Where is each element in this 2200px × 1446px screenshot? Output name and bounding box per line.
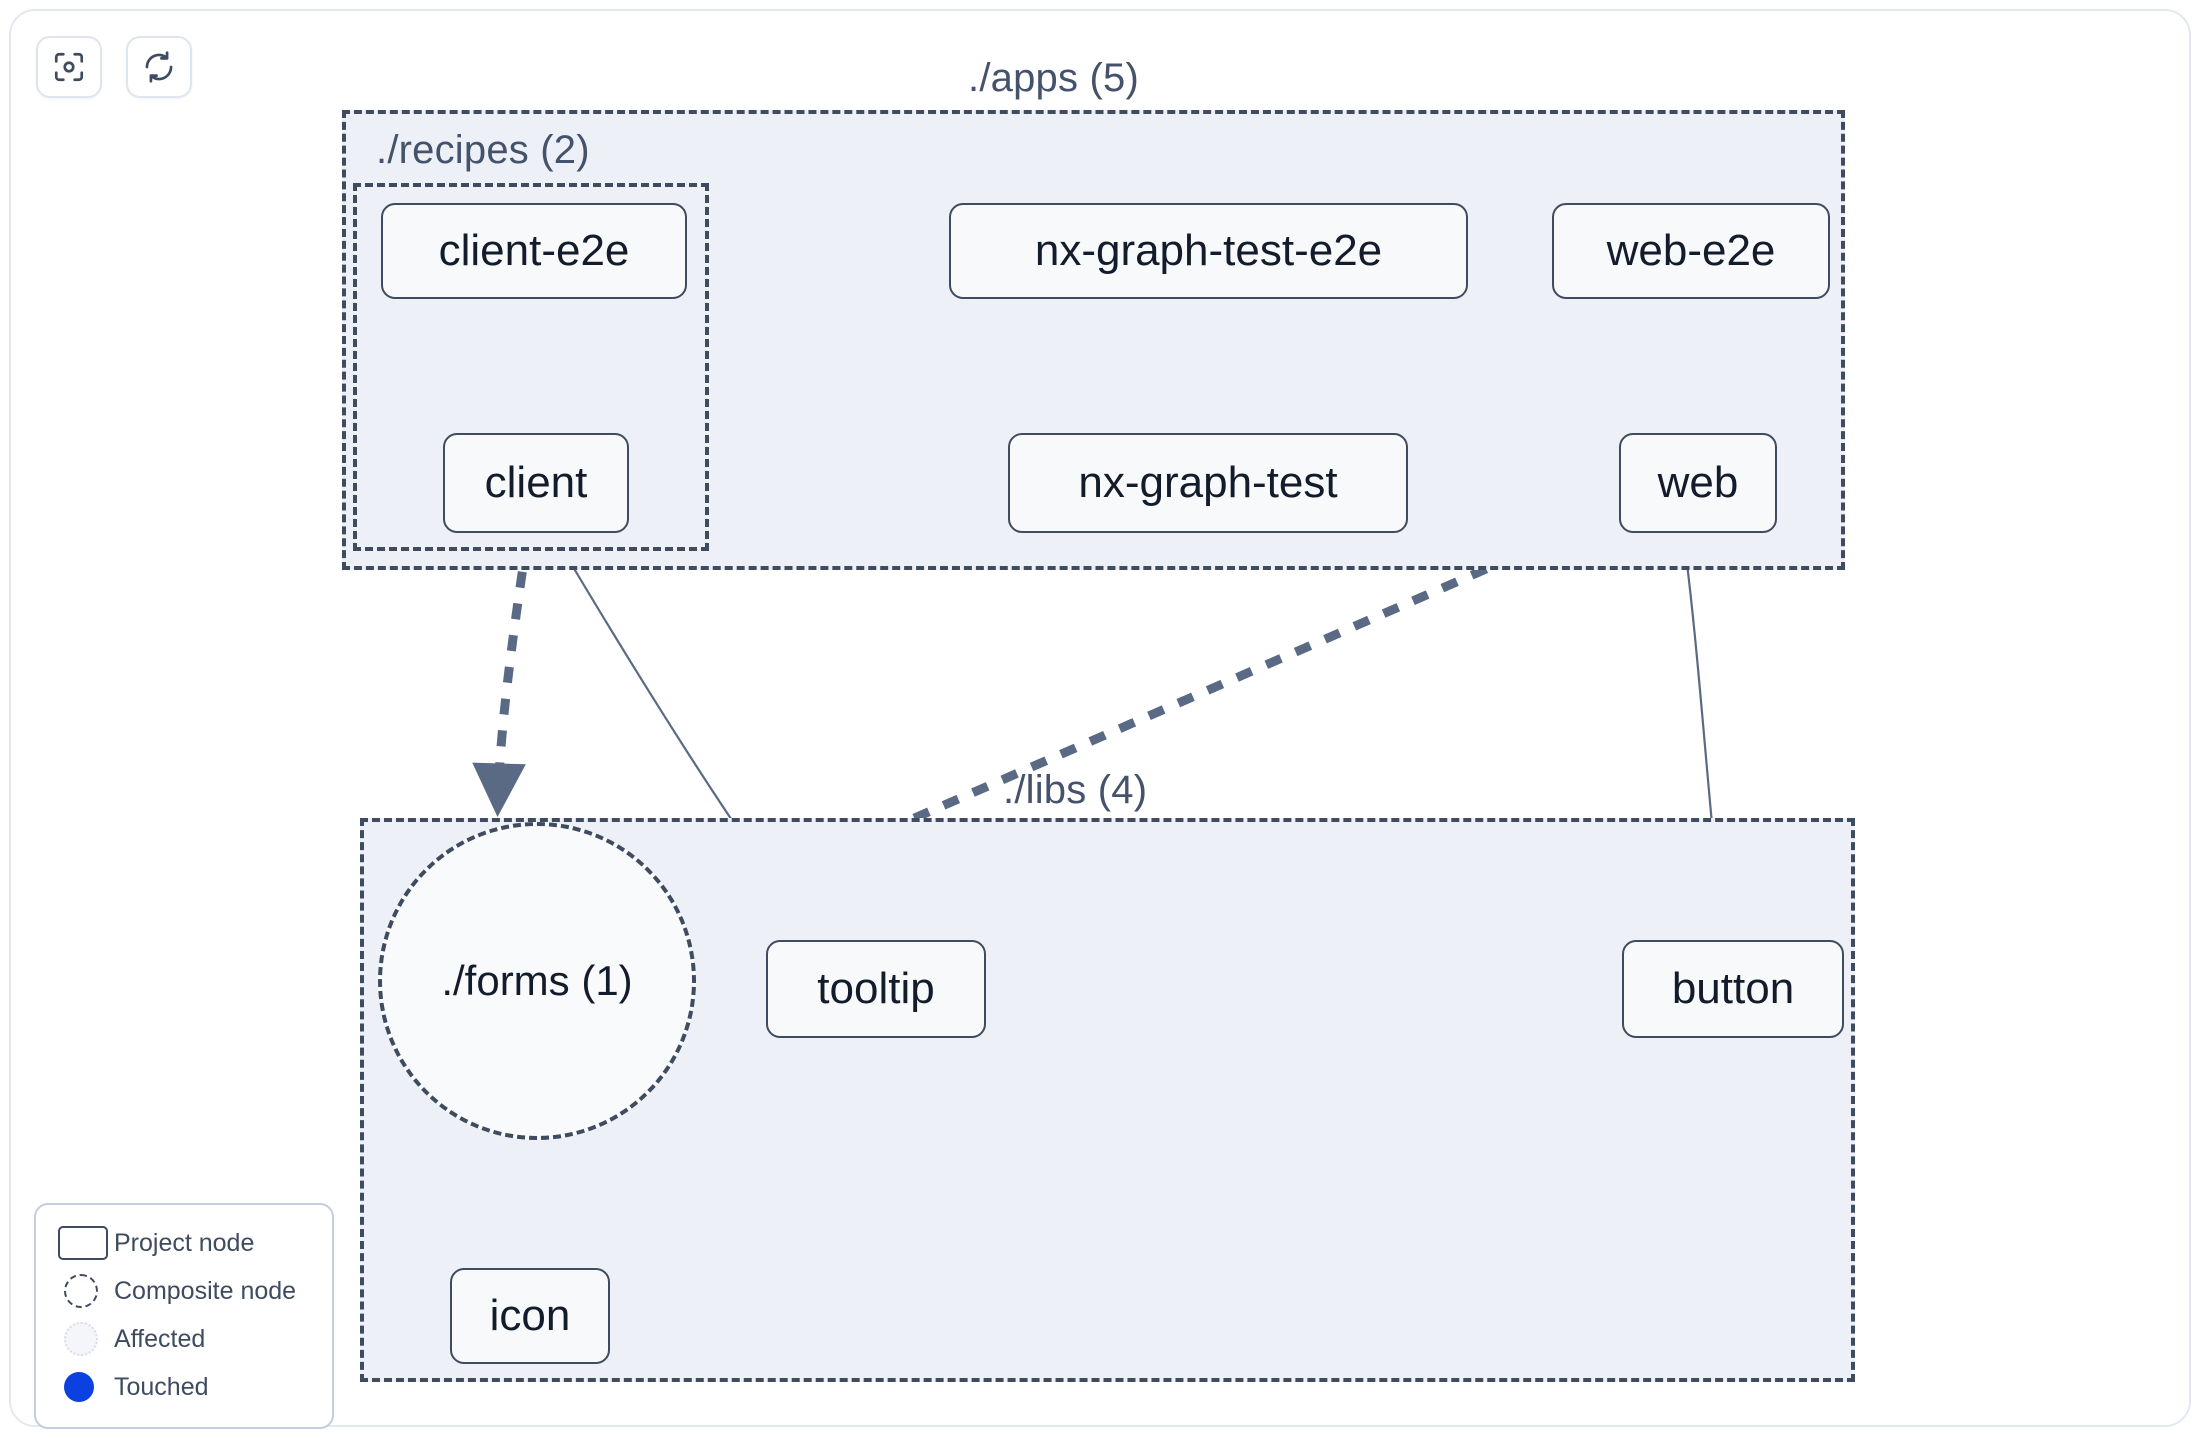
legend-item-project-node: Project node bbox=[58, 1219, 314, 1267]
legend-item-touched: Touched bbox=[58, 1363, 314, 1411]
node-forms-composite[interactable]: ./forms (1) bbox=[378, 822, 696, 1140]
legend-item-affected: Affected bbox=[58, 1315, 314, 1363]
touched-marker-icon bbox=[58, 1372, 114, 1402]
node-icon[interactable]: icon bbox=[450, 1268, 610, 1364]
legend-label: Project node bbox=[114, 1228, 255, 1257]
focus-target-icon bbox=[52, 50, 86, 84]
legend-item-composite-node: Composite node bbox=[58, 1267, 314, 1315]
group-label-recipes: ./recipes (2) bbox=[376, 128, 590, 172]
node-nx-graph-test-e2e[interactable]: nx-graph-test-e2e bbox=[949, 203, 1468, 299]
node-client-e2e[interactable]: client-e2e bbox=[381, 203, 687, 299]
group-label-apps: ./apps (5) bbox=[968, 56, 1139, 100]
group-label-libs: ./libs (4) bbox=[1003, 768, 1148, 812]
composite-node-marker-icon bbox=[58, 1274, 114, 1308]
node-button[interactable]: button bbox=[1622, 940, 1844, 1038]
legend-label: Touched bbox=[114, 1372, 209, 1401]
legend-label: Affected bbox=[114, 1324, 206, 1353]
node-client[interactable]: client bbox=[443, 433, 629, 533]
refresh-graph-button[interactable] bbox=[126, 36, 192, 98]
node-nx-graph-test[interactable]: nx-graph-test bbox=[1008, 433, 1408, 533]
legend-label: Composite node bbox=[114, 1276, 297, 1305]
node-tooltip[interactable]: tooltip bbox=[766, 940, 986, 1038]
graph-toolbar bbox=[36, 36, 192, 98]
node-web[interactable]: web bbox=[1619, 433, 1777, 533]
project-node-marker-icon bbox=[58, 1226, 114, 1260]
node-web-e2e[interactable]: web-e2e bbox=[1552, 203, 1830, 299]
refresh-icon bbox=[142, 50, 176, 84]
affected-marker-icon bbox=[58, 1322, 114, 1356]
focus-graph-button[interactable] bbox=[36, 36, 102, 98]
graph-legend: Project node Composite node Affected Tou… bbox=[34, 1203, 334, 1429]
